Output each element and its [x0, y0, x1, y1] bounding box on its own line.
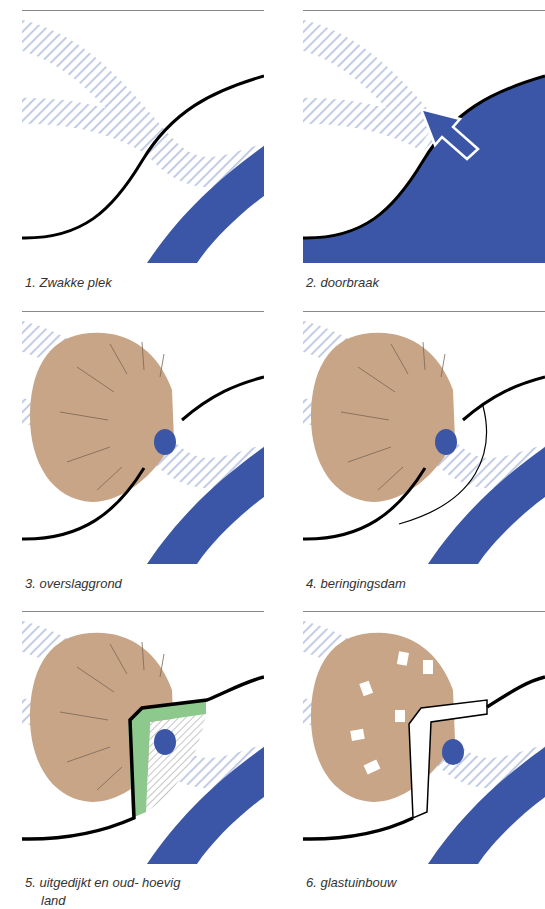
panel-weak-spot: [22, 33, 264, 263]
panel-caption: 3. overslaggrond: [25, 575, 271, 593]
panel-caption: 6. glastuinbouw: [306, 874, 545, 892]
panel-ring-dam: [303, 333, 545, 564]
panel-glasshouses: [303, 633, 545, 864]
panel-new-polder: [22, 633, 264, 864]
panel-caption: 2. doorbraak: [306, 274, 545, 292]
panel-caption: 1. Zwakke plek: [25, 274, 271, 292]
panel-caption: 4. beringingsdam: [306, 575, 545, 593]
panel-caption: 5. uitgedijkt en oud- hoevig land: [25, 874, 181, 909]
panel-breach: [303, 33, 545, 263]
panel-overslaggrond: [22, 333, 264, 564]
